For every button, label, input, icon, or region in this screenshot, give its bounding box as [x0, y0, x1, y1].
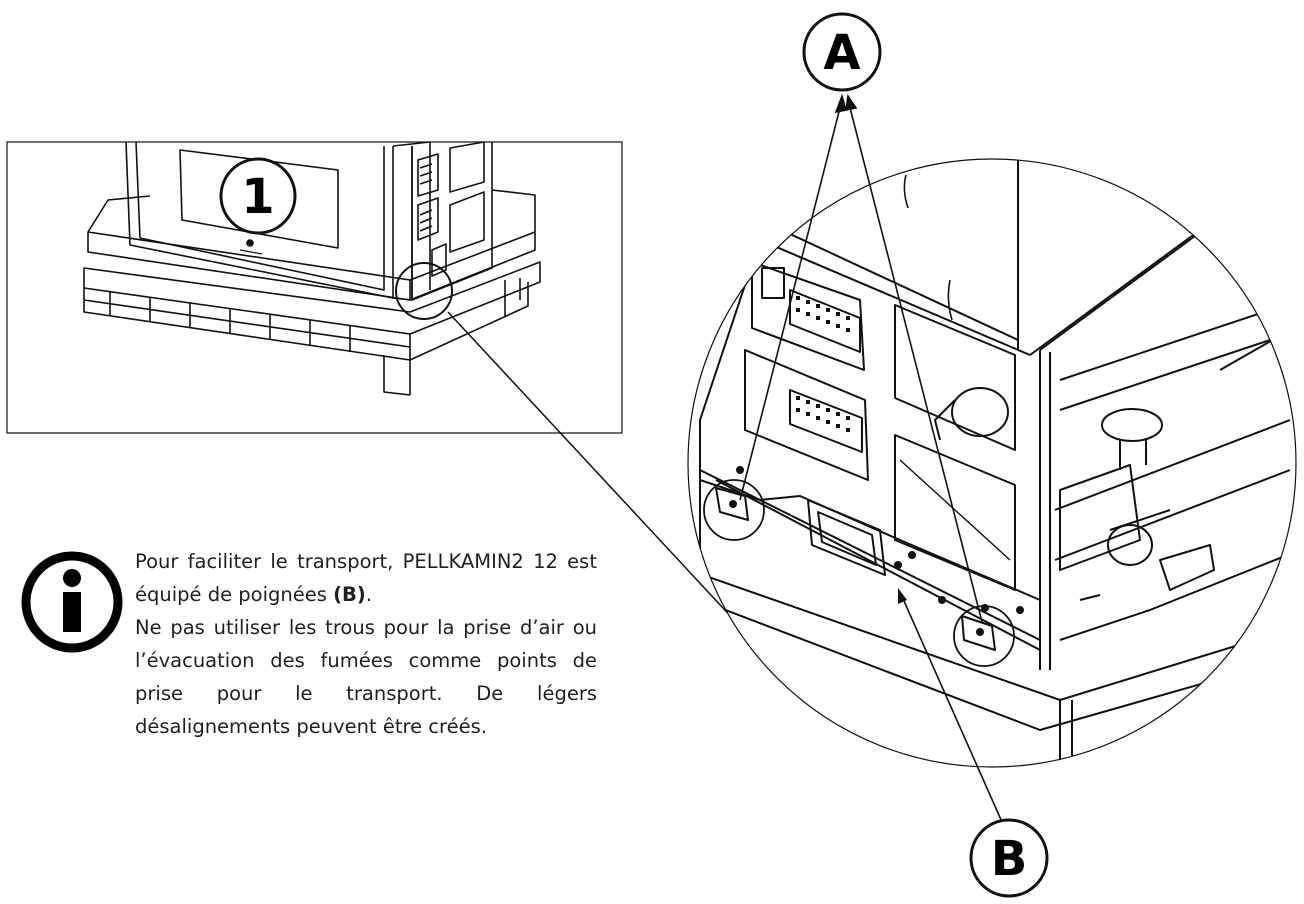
bracket-marker-left — [703, 479, 765, 541]
callout-a-label: A — [823, 25, 860, 81]
callout-1-label: 1 — [241, 169, 274, 225]
info-line1-pre: Pour faciliter le transport, PELLKAMIN2 … — [135, 550, 597, 606]
inset-frame — [6, 141, 623, 434]
bracket-marker-right — [953, 605, 1015, 667]
info-paragraph-2: Ne pas utiliser les trous pour la prise … — [135, 616, 597, 738]
callout-b: B — [969, 818, 1049, 898]
callout-b-leader — [898, 588, 1003, 823]
packaging-base — [87, 189, 536, 301]
info-note: Pour faciliter le transport, PELLKAMIN2 … — [20, 545, 630, 785]
info-text: Pour faciliter le transport, PELLKAMIN2 … — [135, 545, 597, 743]
callout-a: A — [802, 12, 882, 92]
info-line1-bold: (B) — [333, 583, 366, 606]
detail-view — [687, 158, 1297, 768]
detail-marker — [395, 262, 453, 320]
pallet — [83, 261, 541, 396]
callout-b-label: B — [991, 831, 1028, 887]
info-line1-post: . — [365, 583, 373, 606]
info-paragraph-1: Pour faciliter le transport, PELLKAMIN2 … — [135, 545, 597, 611]
stove-body — [125, 141, 493, 301]
callout-1: 1 — [219, 157, 297, 235]
info-icon — [21, 551, 123, 653]
callout-a-leaders — [739, 93, 983, 623]
overview-inset: 1 — [6, 141, 623, 434]
